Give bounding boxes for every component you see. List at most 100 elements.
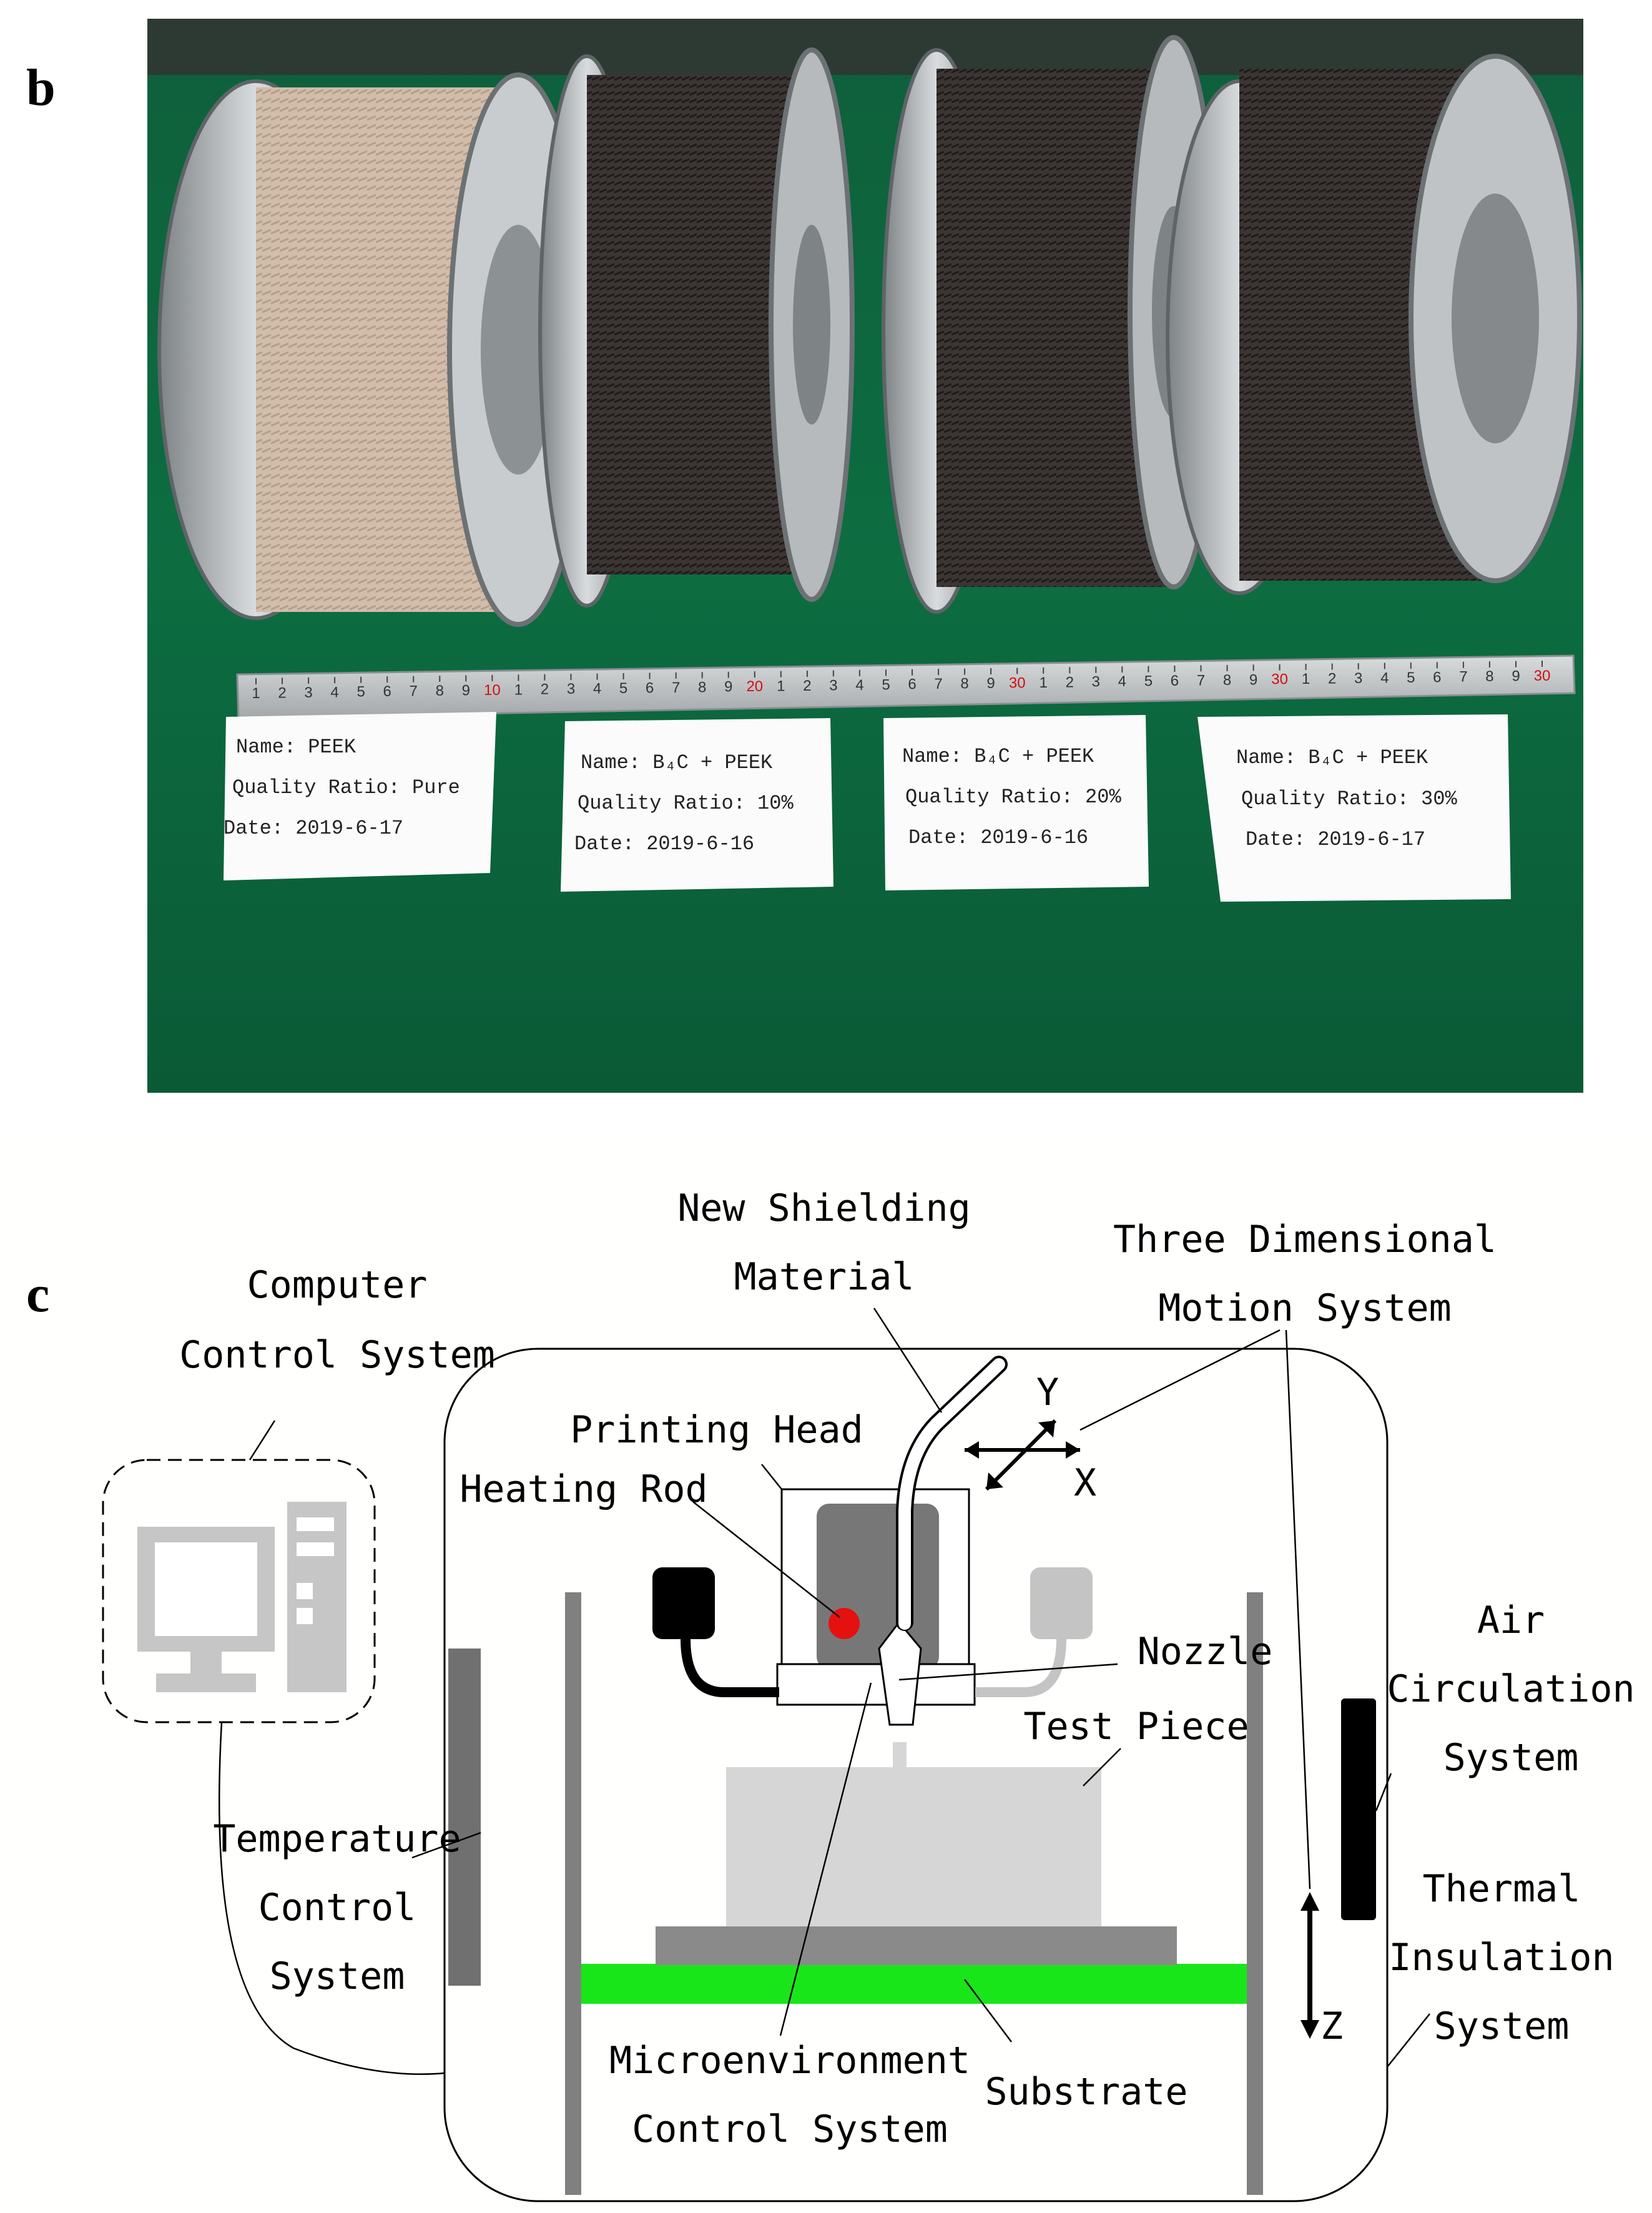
deposited-line bbox=[893, 1742, 907, 1768]
spool-4 bbox=[1166, 54, 1582, 595]
panel-c-letter: c bbox=[26, 1265, 49, 1323]
computer-label-1: Computer bbox=[247, 1263, 428, 1307]
card-2-name: Name: B₄C + PEEK bbox=[581, 751, 773, 774]
xy-axis-arrows bbox=[965, 1419, 1080, 1491]
nozzle-label: Nozzle bbox=[1138, 1630, 1273, 1673]
ruler-number: 6 bbox=[1171, 673, 1179, 689]
new-material-label-2: Material bbox=[734, 1255, 915, 1299]
temperature-block bbox=[448, 1649, 481, 1986]
grey-connector bbox=[1030, 1567, 1093, 1639]
computer-box bbox=[102, 1459, 376, 1723]
wall-strip bbox=[147, 19, 1583, 75]
motion-system-label: Three Dimensional Motion System bbox=[1113, 1218, 1497, 1330]
axis-z-label: Z bbox=[1320, 2004, 1343, 2048]
leader-lines bbox=[218, 1308, 1430, 2075]
thermal-label-2: Insulation bbox=[1389, 1936, 1614, 1979]
axis-y-label: Y bbox=[1036, 1371, 1059, 1414]
nozzle bbox=[878, 1620, 922, 1726]
temperature-control-label: Temperature Control System bbox=[213, 1817, 461, 1998]
test-piece-label: Test Piece bbox=[1023, 1705, 1249, 1748]
ruler-number: 30 bbox=[1534, 668, 1551, 684]
ruler-number: 3 bbox=[567, 681, 575, 697]
air-label-2: Circulation bbox=[1387, 1667, 1635, 1711]
ruler-number: 7 bbox=[1459, 669, 1467, 686]
right-wall bbox=[1247, 1592, 1263, 2195]
spool-1 bbox=[157, 72, 589, 627]
new-material-label-1: New Shielding bbox=[677, 1186, 971, 1230]
black-connector bbox=[652, 1567, 715, 1639]
ruler-number: 1 bbox=[252, 685, 260, 702]
panel-b-letter: b bbox=[26, 59, 56, 117]
motion-label-1: Three Dimensional bbox=[1113, 1218, 1497, 1261]
ruler-number: 4 bbox=[1118, 673, 1126, 690]
ruler-number: 2 bbox=[1328, 671, 1336, 688]
heater-block bbox=[817, 1504, 939, 1669]
substrate-plate bbox=[656, 1926, 1177, 1965]
ruler-number: 9 bbox=[724, 679, 732, 696]
ruler-number: 8 bbox=[1485, 668, 1493, 685]
ruler-number: 4 bbox=[1380, 669, 1389, 686]
card-3-date: Date: 2019-6-16 bbox=[908, 826, 1088, 849]
temperature-label-3: System bbox=[270, 1954, 405, 1998]
ruler-number: 9 bbox=[1512, 668, 1520, 685]
card-2-ratio: Quality Ratio: 10% bbox=[578, 792, 794, 815]
ruler-number: 5 bbox=[1407, 669, 1415, 686]
ruler-number: 5 bbox=[619, 680, 627, 697]
temperature-label-2: Control bbox=[258, 1886, 416, 1930]
label-card-2: Name: B₄C + PEEK Quality Ratio: 10% Date… bbox=[561, 718, 833, 892]
left-wall bbox=[565, 1592, 581, 2195]
ruler-number: 5 bbox=[357, 684, 365, 701]
air-label-3: System bbox=[1443, 1736, 1579, 1780]
card-2-date: Date: 2019-6-16 bbox=[574, 832, 754, 855]
mount-plate bbox=[776, 1663, 976, 1706]
ruler-number: 3 bbox=[304, 684, 312, 701]
ruler-number: 1 bbox=[1302, 671, 1310, 688]
computer-icon bbox=[137, 1502, 347, 1692]
ruler-number: 9 bbox=[986, 675, 995, 692]
platform bbox=[581, 1964, 1247, 2004]
temperature-label-1: Temperature bbox=[213, 1817, 461, 1861]
test-piece bbox=[726, 1767, 1101, 1926]
ruler-number: 9 bbox=[1249, 671, 1257, 688]
axis-x-label: X bbox=[1074, 1461, 1096, 1505]
micro-label-1: Microenvironment bbox=[609, 2039, 970, 2082]
ruler-number: 4 bbox=[593, 681, 601, 697]
ruler-number: 20 bbox=[746, 678, 763, 695]
ruler-number: 1 bbox=[777, 678, 785, 695]
ruler-number: 30 bbox=[1009, 674, 1026, 691]
thermal-insulation-label: Thermal Insulation System bbox=[1389, 1867, 1614, 2048]
motion-label-2: Motion System bbox=[1158, 1286, 1452, 1330]
card-1-date: Date: 2019-6-17 bbox=[224, 817, 403, 840]
ruler-number: 5 bbox=[1144, 673, 1153, 690]
heating-rod-dot bbox=[828, 1608, 860, 1639]
ruler-number: 6 bbox=[383, 683, 391, 700]
ruler-number: 30 bbox=[1271, 671, 1288, 688]
air-circulation-label: Air Circulation System bbox=[1387, 1599, 1635, 1780]
ruler-number: 5 bbox=[882, 676, 890, 693]
z-axis-arrow bbox=[1300, 1892, 1319, 2039]
ruler-number: 8 bbox=[436, 683, 444, 699]
card-3-ratio: Quality Ratio: 20% bbox=[905, 786, 1121, 809]
card-4-date: Date: 2019-6-17 bbox=[1246, 828, 1425, 851]
enclosure bbox=[443, 1348, 1389, 2202]
printing-head-label: Printing Head bbox=[570, 1408, 863, 1452]
new-material-label: New Shielding Material bbox=[677, 1186, 971, 1299]
ruler-number: 2 bbox=[541, 681, 549, 698]
card-3-name: Name: B₄C + PEEK bbox=[902, 745, 1094, 768]
ruler-number: 7 bbox=[934, 676, 942, 692]
card-1-name: Name: PEEK bbox=[236, 736, 356, 759]
card-1-ratio: Quality Ratio: Pure bbox=[232, 776, 460, 799]
ruler-number: 9 bbox=[462, 682, 470, 699]
label-card-3: Name: B₄C + PEEK Quality Ratio: 20% Date… bbox=[883, 715, 1149, 890]
ruler-number: 4 bbox=[330, 684, 338, 701]
label-card-4: Name: B₄C + PEEK Quality Ratio: 30% Date… bbox=[1197, 714, 1511, 902]
thermal-label-1: Thermal bbox=[1423, 1867, 1581, 1911]
ruler-number: 7 bbox=[410, 683, 418, 700]
card-4-name: Name: B₄C + PEEK bbox=[1236, 746, 1428, 769]
label-card-1: Name: PEEK Quality Ratio: Pure Date: 201… bbox=[224, 712, 496, 880]
card-4-ratio: Quality Ratio: 30% bbox=[1241, 787, 1457, 811]
ruler-number: 8 bbox=[960, 676, 968, 692]
